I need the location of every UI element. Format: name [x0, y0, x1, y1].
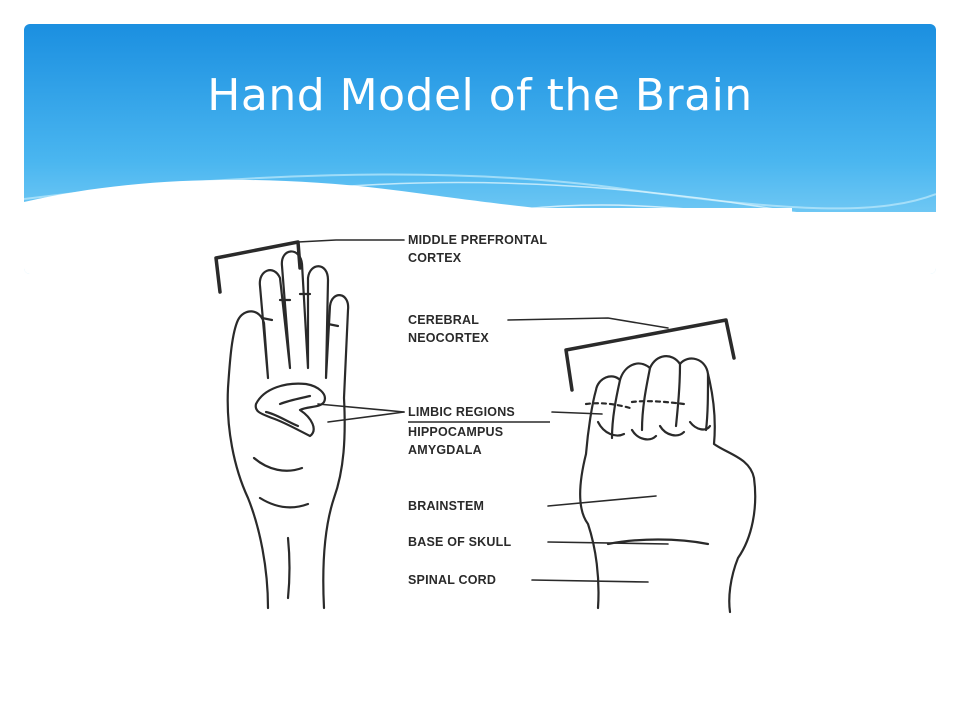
- label-brainstem: BRAINSTEM: [408, 499, 484, 513]
- diagram-canvas: MIDDLE PREFRONTAL CORTEX CEREBRAL NEOCOR…: [214, 233, 757, 614]
- leader-lines: [297, 239, 669, 583]
- label-spinal-cord: SPINAL CORD: [408, 573, 496, 587]
- open-hand-illustration: [214, 240, 350, 610]
- label-base-of-skull: BASE OF SKULL: [408, 535, 511, 549]
- diagram-labels: MIDDLE PREFRONTAL CORTEX CEREBRAL NEOCOR…: [408, 233, 550, 587]
- fist-illustration: [564, 318, 757, 614]
- label-amygdala: AMYGDALA: [408, 443, 482, 457]
- label-middle-prefrontal: MIDDLE PREFRONTAL: [408, 233, 547, 247]
- label-cerebral: CEREBRAL: [408, 313, 479, 327]
- label-limbic-regions: LIMBIC REGIONS: [408, 405, 515, 419]
- label-hippocampus: HIPPOCAMPUS: [408, 425, 503, 439]
- hand-brain-diagram: MIDDLE PREFRONTAL CORTEX CEREBRAL NEOCOR…: [168, 208, 792, 640]
- wave-streak: [283, 181, 936, 240]
- label-neocortex: NEOCORTEX: [408, 331, 489, 345]
- slide-title: Hand Model of the Brain: [207, 70, 753, 121]
- label-cortex: CORTEX: [408, 251, 462, 265]
